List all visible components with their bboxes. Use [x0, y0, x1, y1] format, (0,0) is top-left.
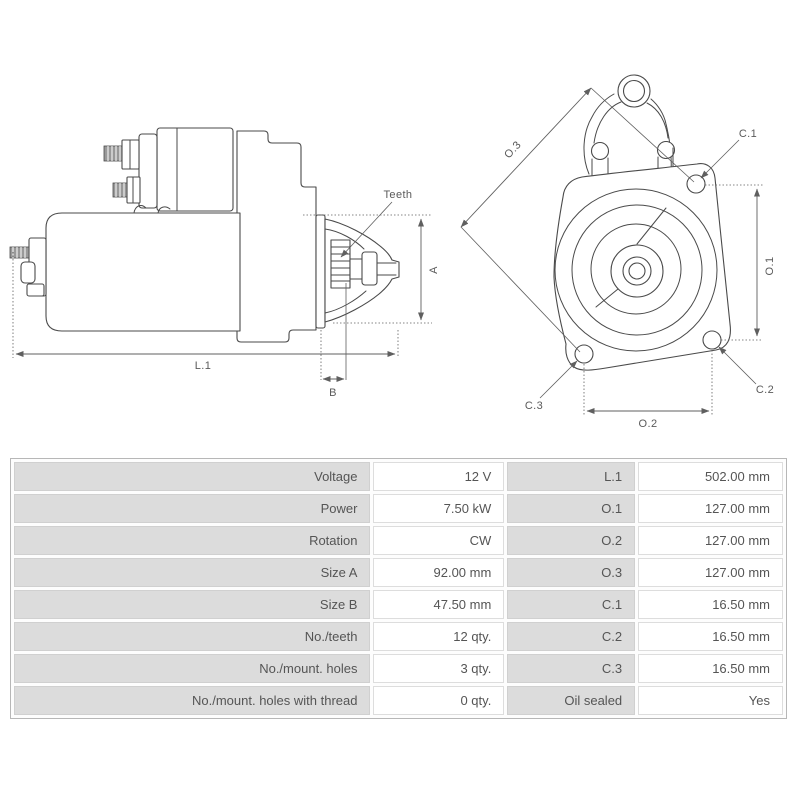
- dimension-b: B: [320, 283, 347, 399]
- spec-label: Power: [14, 494, 371, 523]
- top-bracket: [583, 74, 676, 177]
- spec-value: 127.00 mm: [638, 558, 783, 587]
- spec-value: 7.50 kW: [373, 494, 505, 523]
- front-view-drawing: O.3 O.1 O.2 C.1 C.2 C.3: [460, 74, 776, 430]
- side-view-drawing: A L.1 B Teeth: [9, 127, 440, 399]
- label-teeth: Teeth: [384, 189, 413, 201]
- label-o2: O.2: [639, 418, 658, 430]
- solenoid-end-cap: [138, 133, 158, 209]
- table-row: No./mount. holes 3 qty. C.3 16.50 mm: [14, 654, 783, 683]
- terminal-stud-bottom: [112, 176, 141, 204]
- mount-hole-c3: [574, 344, 594, 364]
- table-row: No./mount. holes with thread 0 qty. Oil …: [14, 686, 783, 715]
- callout-c1: C.1: [700, 128, 757, 179]
- spec-label: No./mount. holes: [14, 654, 371, 683]
- spec-label: C.2: [507, 622, 636, 651]
- spec-value: 16.50 mm: [638, 654, 783, 683]
- spec-label: L.1: [507, 462, 636, 491]
- spec-value: 3 qty.: [373, 654, 505, 683]
- dimension-l1: L.1: [12, 252, 399, 372]
- drive-bracket: [236, 130, 317, 343]
- spec-label: C.3: [507, 654, 636, 683]
- spec-value: Yes: [638, 686, 783, 715]
- table-row: Rotation CW O.2 127.00 mm: [14, 526, 783, 555]
- spec-label: Rotation: [14, 526, 371, 555]
- rear-foot: [26, 283, 45, 297]
- label-c2: C.2: [756, 384, 774, 396]
- spec-label: Size B: [14, 590, 371, 619]
- spec-value: 127.00 mm: [638, 494, 783, 523]
- label-o3: O.3: [502, 139, 524, 161]
- dimension-a: A: [303, 214, 440, 324]
- bracket-hole-left: [590, 141, 610, 161]
- spec-table-container: Voltage 12 V L.1 502.00 mm Power 7.50 kW…: [10, 458, 787, 719]
- spec-value: 0 qty.: [373, 686, 505, 715]
- dimension-o1: O.1: [705, 184, 776, 341]
- spec-label: Voltage: [14, 462, 371, 491]
- spec-label: Oil sealed: [507, 686, 636, 715]
- pinion-gear: [330, 239, 351, 289]
- label-size-a: A: [428, 266, 440, 274]
- shaft-hub-bore: [628, 262, 646, 280]
- table-row: Size B 47.50 mm C.1 16.50 mm: [14, 590, 783, 619]
- spec-value: 47.50 mm: [373, 590, 505, 619]
- label-c1: C.1: [739, 128, 757, 140]
- table-row: No./teeth 12 qty. C.2 16.50 mm: [14, 622, 783, 651]
- table-row: Power 7.50 kW O.1 127.00 mm: [14, 494, 783, 523]
- label-c3: C.3: [525, 400, 543, 412]
- solenoid-foot: [157, 206, 171, 214]
- terminal-stud-top: [103, 139, 140, 170]
- mount-hole-c2: [702, 330, 722, 350]
- shaft-bushing: [361, 251, 378, 286]
- gear-housing-outer: [554, 188, 718, 352]
- teeth-callout: Teeth: [340, 189, 413, 258]
- label-l1: L.1: [195, 360, 212, 372]
- spec-label: Size A: [14, 558, 371, 587]
- bracket-hole-right: [656, 140, 676, 160]
- spec-value: 16.50 mm: [638, 622, 783, 651]
- gear-housing-inner: [590, 223, 682, 315]
- spec-value: 12 V: [373, 462, 505, 491]
- callout-c2: C.2: [718, 346, 774, 396]
- spec-value: 12 qty.: [373, 622, 505, 651]
- solenoid-foot: [133, 205, 147, 214]
- dimension-o2: O.2: [583, 350, 713, 430]
- gear-housing-mid: [571, 204, 703, 336]
- spec-value: 502.00 mm: [638, 462, 783, 491]
- table-row: Voltage 12 V L.1 502.00 mm: [14, 462, 783, 491]
- spec-value: 16.50 mm: [638, 590, 783, 619]
- mount-flange-edge: [315, 214, 326, 329]
- spec-value: CW: [373, 526, 505, 555]
- solenoid-body: [156, 127, 234, 212]
- spec-table: Voltage 12 V L.1 502.00 mm Power 7.50 kW…: [10, 458, 787, 719]
- label-o1: O.1: [764, 257, 776, 276]
- spec-label: O.3: [507, 558, 636, 587]
- spec-value: 127.00 mm: [638, 526, 783, 555]
- spec-label: No./teeth: [14, 622, 371, 651]
- table-row: Size A 92.00 mm O.3 127.00 mm: [14, 558, 783, 587]
- spec-label: C.1: [507, 590, 636, 619]
- starter-motor-technical-drawing: A L.1 B Teeth: [9, 74, 776, 430]
- spec-label: O.2: [507, 526, 636, 555]
- spec-label: No./mount. holes with thread: [14, 686, 371, 715]
- motor-body: [45, 212, 241, 332]
- spec-label: O.1: [507, 494, 636, 523]
- rear-tab: [20, 261, 36, 284]
- callout-c3: C.3: [525, 360, 578, 412]
- bracket-top-hole: [622, 79, 646, 103]
- label-size-b: B: [329, 387, 337, 399]
- spec-value: 92.00 mm: [373, 558, 505, 587]
